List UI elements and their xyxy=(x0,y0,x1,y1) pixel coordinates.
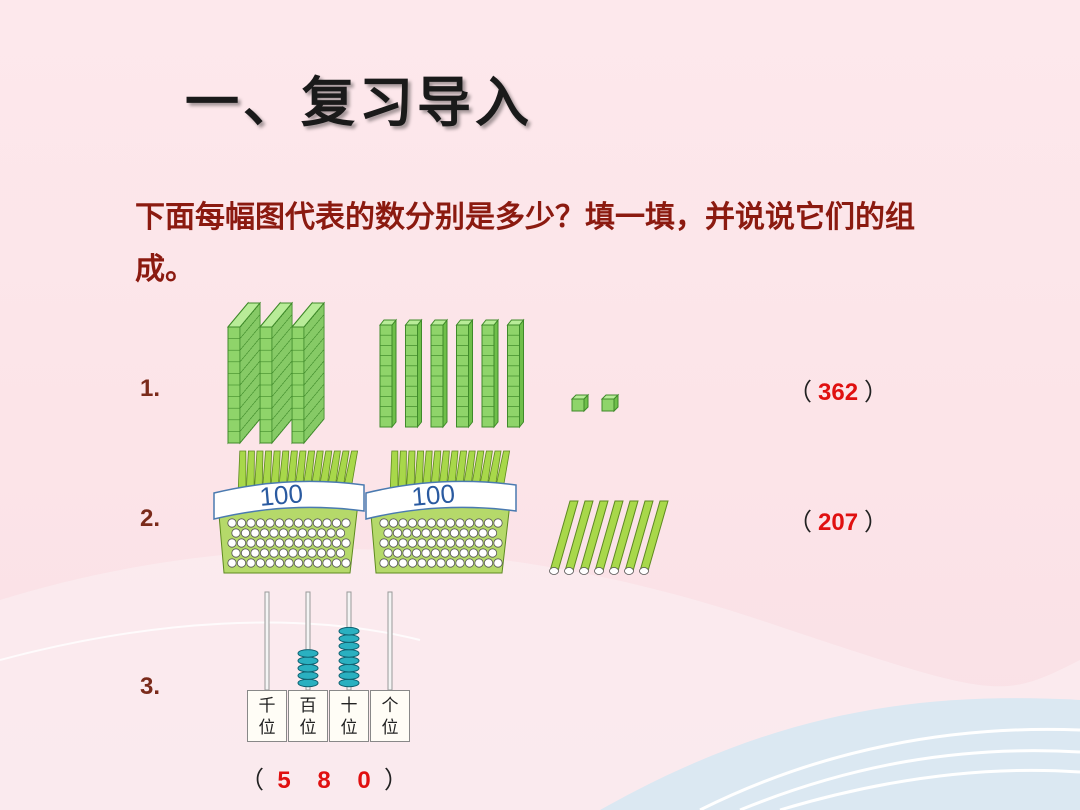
ten-rod xyxy=(378,318,398,429)
problem-1-answer: （362） xyxy=(788,379,889,406)
ten-rod xyxy=(506,318,525,429)
abacus-bead xyxy=(338,641,360,651)
abacus-bead xyxy=(338,663,360,673)
bundle-label: 100 xyxy=(258,478,304,512)
answer-digit-tens: 8 xyxy=(317,767,331,794)
answer-value: 207 xyxy=(818,509,859,536)
problem-3-label: 3. xyxy=(140,673,161,700)
abacus-bead xyxy=(338,678,360,688)
single-stick xyxy=(549,500,579,575)
rod-ones xyxy=(387,591,393,691)
answer-value: 362 xyxy=(818,379,859,406)
question-text: 下面每幅图代表的数分别是多少？填一填，并说说它们的组成。 xyxy=(135,200,915,287)
abacus-bead xyxy=(338,626,360,636)
one-cube xyxy=(600,393,620,413)
abacus-bead xyxy=(338,671,360,680)
bundle-label-band: 100 xyxy=(213,478,365,520)
ten-rod xyxy=(480,318,500,429)
place-label-0: 千位 xyxy=(247,690,287,742)
one-cube xyxy=(570,393,590,413)
hundred-flat xyxy=(226,301,262,445)
abacus-beads xyxy=(264,591,393,691)
hundred-flat xyxy=(258,301,294,445)
ten-rod xyxy=(455,318,474,429)
rod-tens xyxy=(338,591,360,691)
single-stick xyxy=(624,500,654,575)
single-stick xyxy=(579,500,609,575)
single-stick xyxy=(639,500,669,575)
place-label-2: 十位 xyxy=(329,690,369,742)
abacus-bead xyxy=(338,634,360,643)
abacus-bead xyxy=(338,656,360,666)
hundred-stick-bundle: 100 xyxy=(213,450,365,574)
abacus-bead xyxy=(297,671,319,680)
abacus-bead xyxy=(297,678,319,688)
bundle-label-band: 100 xyxy=(365,478,517,520)
single-stick xyxy=(564,500,594,575)
stick-bundles-picture: 100 100 xyxy=(213,450,669,575)
problem-1-label: 1. xyxy=(140,375,161,402)
place-label-1: 百位 xyxy=(288,690,328,742)
base-ten-blocks-picture xyxy=(226,301,620,445)
abacus-bead xyxy=(297,649,319,658)
place-label-3: 个位 xyxy=(370,690,410,742)
hundred-flat xyxy=(290,301,326,445)
place-value-chart: 千位百位十位个位 xyxy=(247,690,411,745)
bundle-label: 100 xyxy=(410,478,456,512)
single-stick xyxy=(609,500,639,575)
answer-digit-ones: 0 xyxy=(357,767,371,794)
page-title: 一、复习导入 xyxy=(185,70,533,134)
abacus-bead xyxy=(297,656,319,666)
ten-rod xyxy=(429,318,449,429)
rod-hundreds xyxy=(297,591,319,691)
hundred-stick-bundle: 100 xyxy=(365,450,517,574)
problem-2-answer: （207） xyxy=(788,509,889,536)
ten-rod xyxy=(404,318,423,429)
single-stick xyxy=(594,500,624,575)
answer-digit-hundreds: 5 xyxy=(277,767,291,794)
abacus-bead xyxy=(338,649,360,658)
rod-thousands xyxy=(264,591,270,691)
problem-2-label: 2. xyxy=(140,505,161,532)
abacus-bead xyxy=(297,663,319,673)
